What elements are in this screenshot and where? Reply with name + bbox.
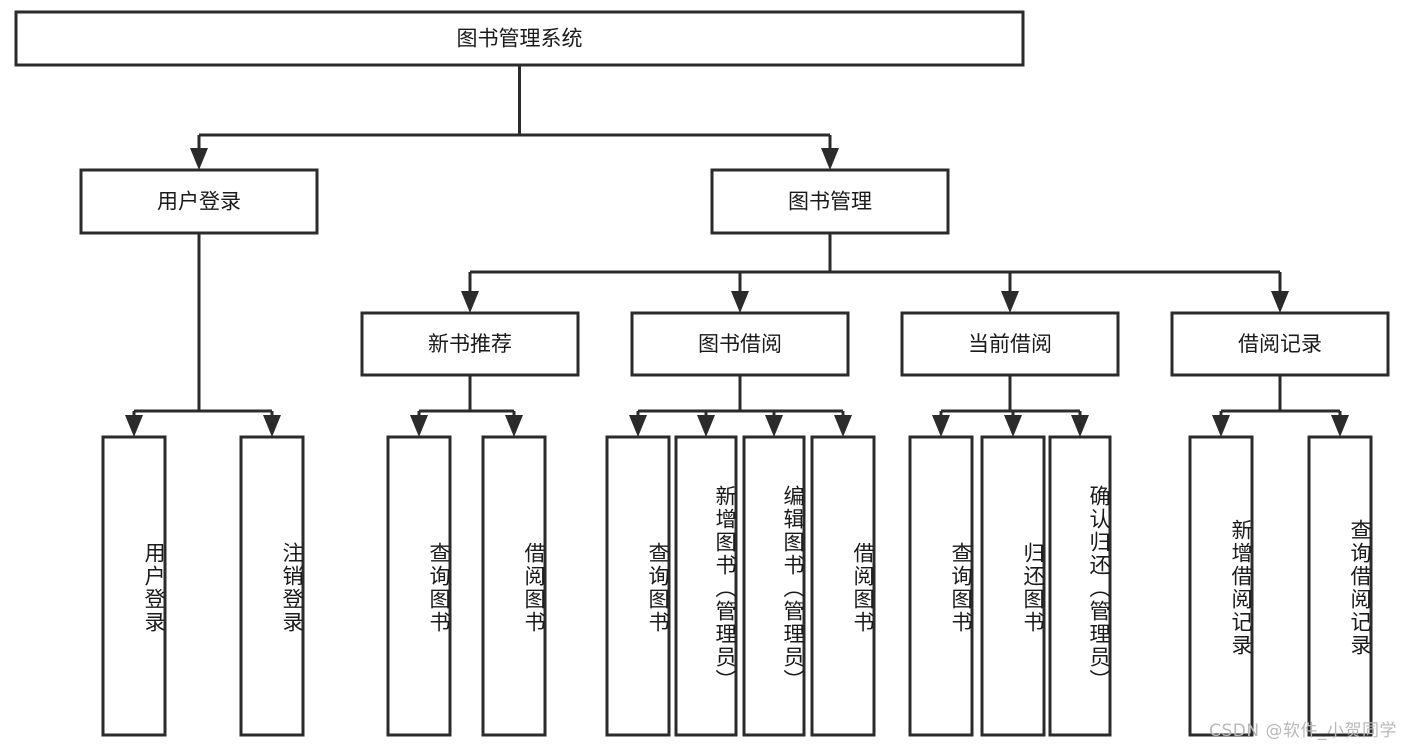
node-box-leaf-5[interactable]	[674, 435, 738, 737]
node-box-level3-2[interactable]	[900, 311, 1120, 377]
boxes-layer	[14, 10, 1390, 737]
node-box-leaf-6[interactable]	[742, 435, 806, 737]
arrow-root-to-level2-0	[190, 148, 208, 170]
node-box-leaf-10[interactable]	[1048, 435, 1112, 737]
arrow-mgmt-to-level3-2	[1001, 291, 1019, 313]
node-box-leaf-0[interactable]	[101, 435, 167, 737]
arrow-mgmt-to-level3-1	[731, 291, 749, 313]
arrow-to-leaf-3-1	[1004, 415, 1022, 437]
node-label-level2-0: 用户登录	[157, 190, 241, 214]
node-label-level3-1: 图书借阅	[698, 332, 782, 356]
node-box-leaf-12[interactable]	[1307, 435, 1373, 737]
arrow-to-leaf-2-2	[765, 415, 783, 437]
node-label-level3-2: 当前借阅	[968, 332, 1052, 356]
node-box-level3-1[interactable]	[630, 311, 850, 377]
arrow-to-leaf-4-1	[1331, 415, 1349, 437]
arrow-to-leaf-1-0	[410, 415, 428, 437]
node-label-level3-0: 新书推荐	[428, 332, 512, 356]
node-box-root[interactable]	[14, 10, 1025, 67]
node-box-leaf-9[interactable]	[980, 435, 1046, 737]
node-box-leaf-8[interactable]	[908, 435, 974, 737]
arrow-to-leaf-0-0	[125, 415, 143, 437]
arrow-to-leaf-2-1	[697, 415, 715, 437]
node-box-leaf-7[interactable]	[810, 435, 876, 737]
node-box-level2-1[interactable]	[710, 168, 950, 235]
node-box-leaf-2[interactable]	[386, 435, 452, 737]
node-box-leaf-3[interactable]	[481, 435, 547, 737]
arrow-to-leaf-2-0	[629, 415, 647, 437]
arrow-to-leaf-3-2	[1071, 415, 1089, 437]
arrow-mgmt-to-level3-3	[1271, 291, 1289, 313]
watermark: CSDN @软件_小贺同学	[1209, 721, 1397, 741]
node-box-level2-0[interactable]	[79, 168, 319, 235]
node-box-leaf-11[interactable]	[1188, 435, 1254, 737]
node-label-root: 图书管理系统	[457, 27, 583, 51]
arrow-to-leaf-4-0	[1212, 415, 1230, 437]
connectors-layer	[125, 65, 1349, 437]
arrow-mgmt-to-level3-0	[461, 291, 479, 313]
arrow-root-to-level2-1	[821, 148, 839, 170]
node-label-level2-1: 图书管理	[788, 190, 872, 214]
arrow-to-leaf-0-1	[263, 415, 281, 437]
arrow-to-leaf-3-0	[932, 415, 950, 437]
arrow-to-leaf-2-3	[834, 415, 852, 437]
node-box-leaf-1[interactable]	[239, 435, 305, 737]
node-box-level3-0[interactable]	[360, 311, 580, 377]
node-label-level3-3: 借阅记录	[1238, 332, 1322, 356]
node-box-level3-3[interactable]	[1170, 311, 1390, 377]
node-box-leaf-4[interactable]	[605, 435, 671, 737]
arrow-to-leaf-1-1	[505, 415, 523, 437]
